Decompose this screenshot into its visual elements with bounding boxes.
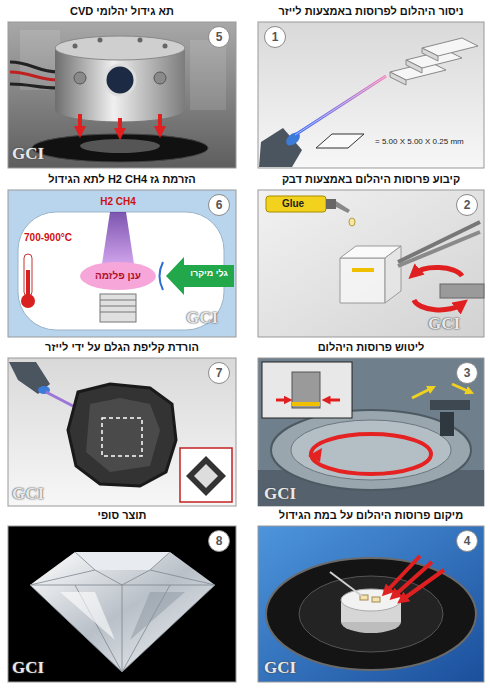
watermark: GCI — [12, 658, 44, 678]
step-title: הזרמת גז H2 CH4 לתא הגידול — [48, 172, 196, 186]
plasma-picture — [8, 190, 236, 337]
watermark: GCI — [264, 484, 296, 504]
growth-stage-picture — [258, 526, 484, 682]
step-panel: ניסור היהלום לפרוסות באמצעות לייזר 1 = 5.0… — [258, 2, 484, 168]
step-title: תא גידול יהלומי CVD — [70, 4, 174, 18]
step-number: 6 — [208, 194, 230, 216]
step-panel: מיקום פרוסות היהלום על במת הגידול 4 — [258, 506, 484, 682]
step-panel: תוצר סופי 8 — [8, 506, 236, 682]
step-panel: קיבוע פרוסות היהלום באמצעות דבק 2 Glue — [258, 170, 484, 337]
watermark: GCI — [186, 308, 218, 328]
step-number: 4 — [456, 530, 478, 552]
watermark: GCI — [428, 314, 460, 334]
tube-label: Glue — [282, 197, 304, 210]
gas-label: H2 CH4 — [100, 195, 136, 208]
step-title: הורדת קליפת הגלם על ידי לייזר — [45, 340, 199, 354]
step-number: 8 — [208, 530, 230, 552]
step-number: 3 — [456, 362, 478, 384]
watermark: GCI — [12, 144, 44, 164]
glue-fixing-picture — [258, 190, 484, 337]
dimension-label: = 5.00 X 5.00 X 0.25 mm — [375, 137, 464, 147]
step-panel: ליטוש פרוסות היהלום 3 — [258, 338, 484, 506]
step-number: 2 — [456, 194, 478, 216]
step-title: תוצר סופי — [98, 508, 147, 522]
step-title: ליטוש פרוסות היהלום — [318, 340, 425, 354]
polishing-picture — [258, 358, 484, 506]
laser-slicing-picture — [258, 22, 484, 168]
step-title: מיקום פרוסות היהלום על במת הגידול — [279, 508, 463, 522]
step-title: קיבוע פרוסות היהלום באמצעות דבק — [282, 172, 460, 186]
microwave-label: גלי מיקרו — [190, 268, 228, 280]
watermark: GCI — [12, 484, 44, 504]
step-panel: הורדת קליפת הגלם על ידי לייזר 7 — [8, 338, 236, 506]
step-number: 5 — [208, 26, 230, 48]
cvd-chamber-picture — [8, 22, 236, 168]
watermark: GCI — [264, 658, 296, 678]
step-title: ניסור היהלום לפרוסות באמצעות לייזר — [278, 4, 463, 18]
final-diamond-picture — [8, 526, 236, 682]
step-panel: תא גידול יהלומי CVD 5 — [8, 2, 236, 168]
step-number: 1 — [264, 26, 286, 48]
temperature-label: 700-900°C — [24, 231, 72, 244]
step-number: 7 — [208, 362, 230, 384]
plasma-label: ענן פלזמה — [95, 269, 141, 282]
shell-removal-picture — [8, 358, 236, 506]
